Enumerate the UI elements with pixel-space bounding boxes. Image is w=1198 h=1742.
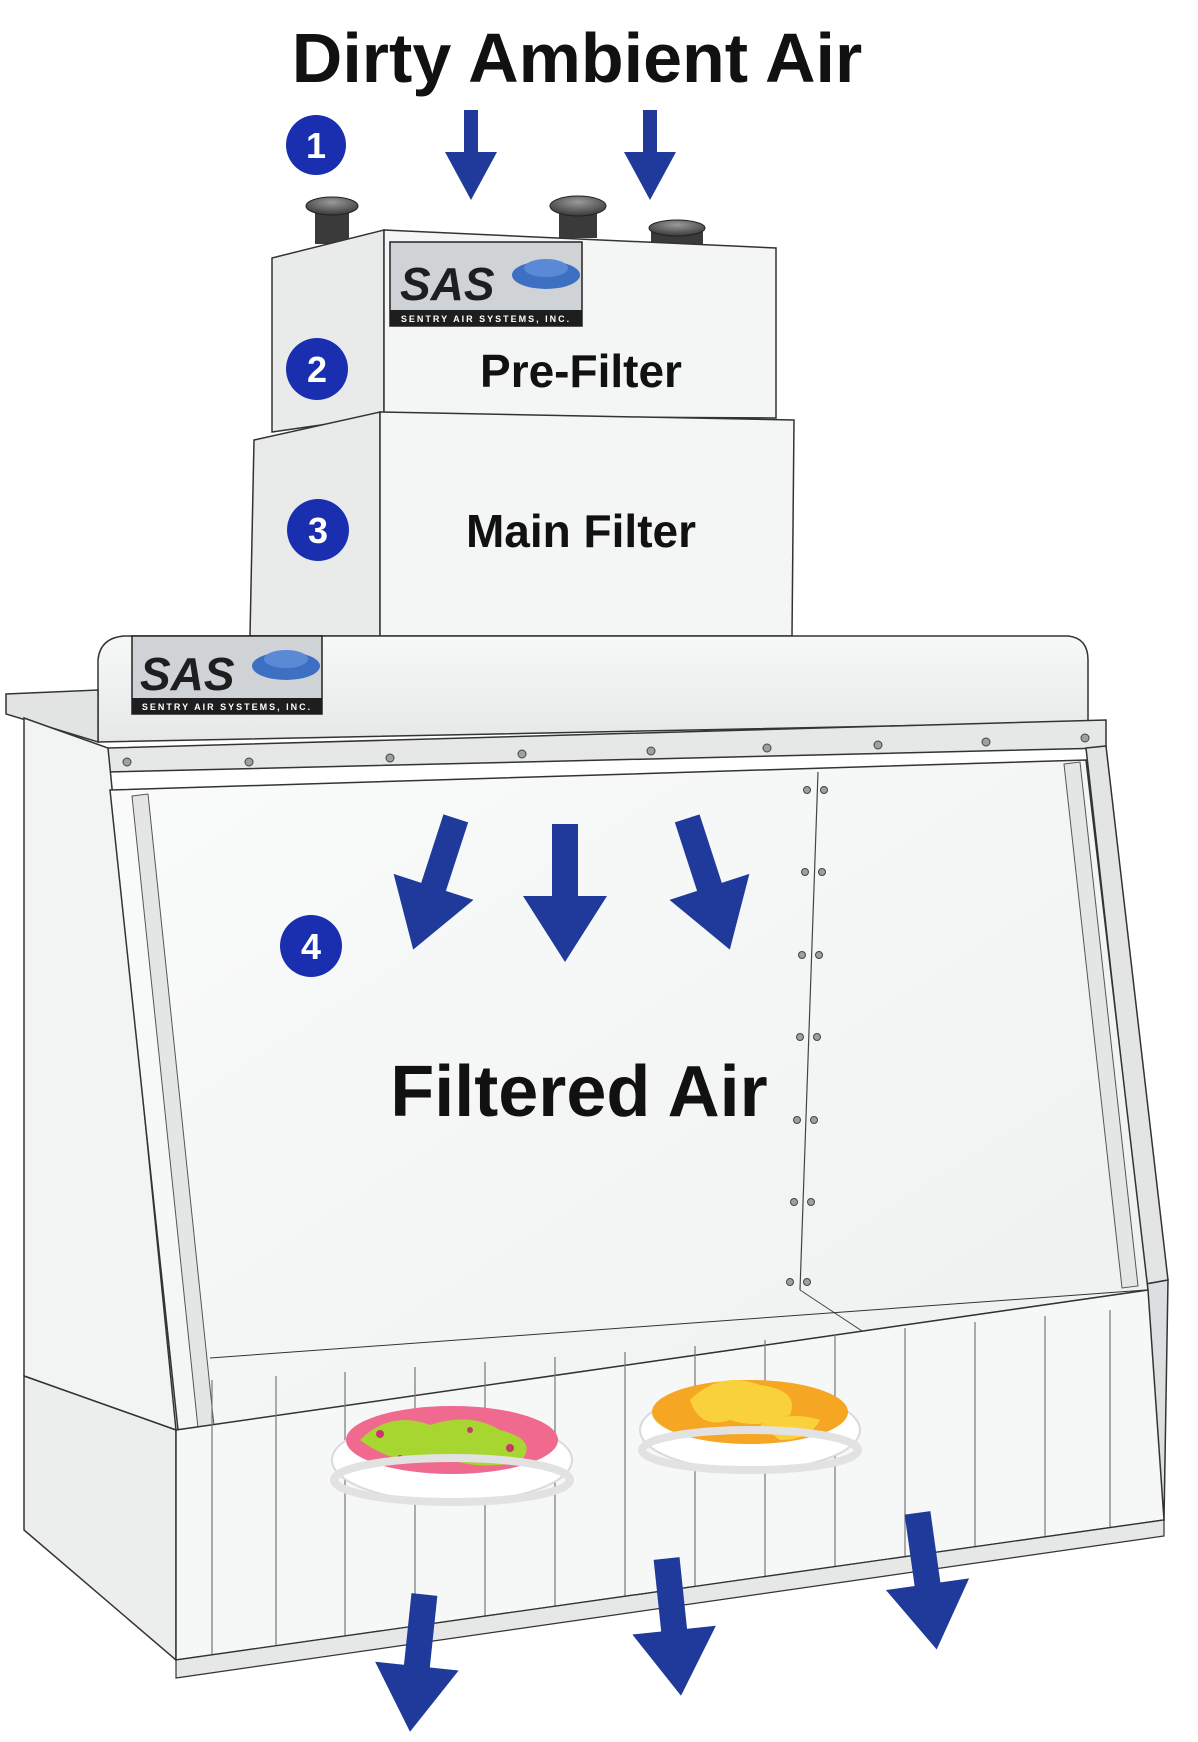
knob-icon: [648, 219, 706, 246]
screw-icon: [981, 737, 991, 747]
logo-brand: SAS: [400, 258, 495, 310]
petri-dish-pink: [330, 1406, 574, 1506]
arrow-down-icon: [375, 1593, 459, 1732]
filtered-air-label: Filtered Air: [390, 1052, 767, 1132]
screw-icon: [801, 868, 809, 876]
screw-icon: [122, 757, 132, 767]
step-3-badge: 3: [287, 499, 349, 561]
arrow-down-icon: [523, 824, 607, 962]
screw-icon: [790, 1198, 798, 1206]
arrow-down-icon: [632, 1557, 716, 1696]
step-3-number: 3: [308, 510, 328, 551]
screw-icon: [244, 757, 254, 767]
arrow-down-right-icon: [669, 814, 750, 950]
step-2-badge: 2: [286, 338, 348, 400]
screw-icon: [793, 1116, 801, 1124]
screw-icon: [818, 868, 826, 876]
sash-window: [109, 759, 1149, 1521]
knob-icon: [305, 196, 359, 244]
seam-screws: [786, 786, 828, 1286]
rail-screws: [122, 733, 1090, 767]
logo-tagline: SENTRY AIR SYSTEMS, INC.: [401, 314, 571, 324]
intake-arrows: [445, 110, 676, 200]
step-4-badge: 4: [280, 915, 342, 977]
screw-icon: [803, 1278, 811, 1286]
main-filter-label: Main Filter: [466, 505, 696, 557]
pre-filter-label: Pre-Filter: [480, 345, 682, 397]
screw-icon: [810, 1116, 818, 1124]
screw-icon: [786, 1278, 794, 1286]
step-4-number: 4: [301, 926, 321, 967]
exhaust-arrows: [375, 1511, 970, 1732]
screw-icon: [807, 1198, 815, 1206]
screw-icon: [815, 951, 823, 959]
screw-icon: [646, 746, 656, 756]
screw-icon: [813, 1033, 821, 1041]
screw-icon: [517, 749, 527, 759]
arrow-down-left-icon: [393, 814, 474, 950]
step-2-number: 2: [307, 349, 327, 390]
sas-logo-canopy: SAS SENTRY AIR SYSTEMS, INC.: [131, 635, 323, 715]
step-1-number: 1: [306, 125, 326, 166]
logo-tagline: SENTRY AIR SYSTEMS, INC.: [142, 702, 312, 712]
arrow-down-icon: [445, 110, 497, 200]
filtered-air-arrows: [393, 814, 750, 962]
screw-icon: [796, 1033, 804, 1041]
arrow-down-icon: [624, 110, 676, 200]
sas-logo-prefilter: SAS SENTRY AIR SYSTEMS, INC.: [389, 241, 583, 327]
petri-dish-orange: [638, 1380, 862, 1474]
arrow-down-icon: [885, 1511, 970, 1650]
step-1-badge: 1: [286, 115, 346, 175]
screw-icon: [873, 740, 883, 750]
screw-icon: [803, 786, 811, 794]
screw-icon: [385, 753, 395, 763]
logo-brand: SAS: [140, 648, 235, 700]
screw-icon: [762, 743, 772, 753]
diagram-title: Dirty Ambient Air: [292, 19, 862, 97]
pre-filter-knobs: [305, 195, 706, 246]
screw-icon: [1080, 733, 1090, 743]
knob-icon: [549, 195, 607, 238]
screw-icon: [820, 786, 828, 794]
screw-icon: [798, 951, 806, 959]
